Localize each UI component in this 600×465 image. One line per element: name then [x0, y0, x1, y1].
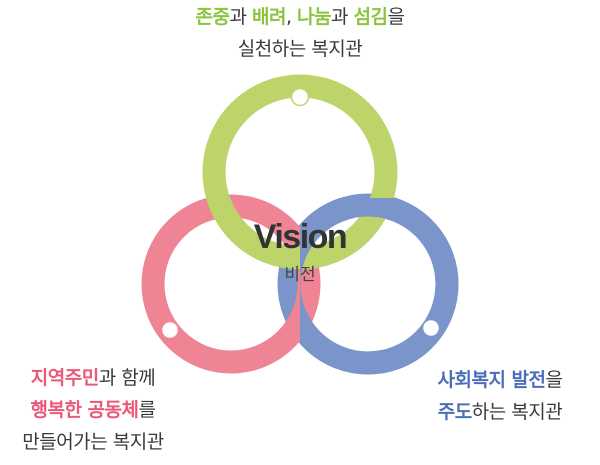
keyword-consideration: 배려 [251, 6, 286, 28]
keyword-leading: 주도 [437, 401, 472, 423]
text-fragment: 과 [229, 6, 252, 28]
left-caption-line3: 만들어가는 복지관 [22, 431, 164, 453]
left-caption: 지역주민과 함께 행복한 공동체를 만들어가는 복지관 [0, 362, 186, 458]
blue-ring-dot [421, 318, 441, 338]
right-caption: 사회복지 발전을 주도하는 복지관 [400, 364, 600, 428]
right-caption-line1: 사회복지 발전을 [400, 364, 600, 396]
green-ring-dot [290, 87, 310, 107]
text-fragment: 를 [138, 399, 156, 421]
blue-ring-overlap [300, 198, 459, 375]
keyword-residents: 지역주민 [30, 367, 99, 389]
top-caption-line1: 존중과 배려, 나눔과 섬김을 [0, 1, 600, 33]
pink-ring-dot [160, 320, 180, 340]
text-fragment: , [285, 6, 298, 28]
right-caption-line2: 주도하는 복지관 [400, 396, 600, 428]
left-caption-line1: 지역주민과 함께 [0, 362, 186, 394]
text-fragment: 과 [331, 6, 354, 28]
text-fragment: 과 함께 [98, 367, 156, 389]
top-caption: 존중과 배려, 나눔과 섬김을 실천하는 복지관 [0, 1, 600, 65]
keyword-sharing: 나눔 [297, 6, 332, 28]
vision-subtitle: 비전 [284, 265, 316, 285]
keyword-service: 섬김 [353, 6, 388, 28]
left-caption-line2: 행복한 공동체를 [0, 394, 186, 426]
keyword-community: 행복한 공동체 [30, 399, 140, 421]
vision-title: Vision [253, 218, 348, 256]
text-fragment: 하는 복지관 [471, 401, 563, 423]
text-fragment: 을 [387, 6, 405, 28]
top-caption-line2: 실천하는 복지관 [237, 38, 363, 60]
text-fragment: 을 [545, 369, 563, 391]
keyword-respect: 존중 [195, 6, 230, 28]
keyword-development: 사회복지 발전 [437, 369, 547, 391]
